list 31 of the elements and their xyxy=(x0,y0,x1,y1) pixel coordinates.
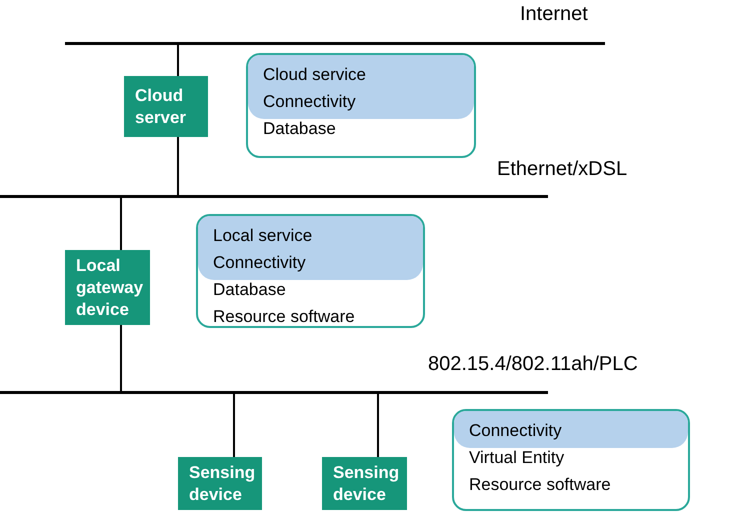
bus-line xyxy=(0,195,548,198)
function-label: Connectivity xyxy=(213,252,306,274)
device-box xyxy=(65,250,150,325)
connector-line xyxy=(177,137,179,195)
function-label: Resource software xyxy=(213,306,355,326)
network-label: 802.15.4/802.11ah/PLC xyxy=(428,354,638,374)
device-label: Sensing device xyxy=(333,462,396,506)
function-label: Database xyxy=(213,279,286,301)
connector-line xyxy=(233,394,235,457)
function-panel xyxy=(196,214,425,328)
network-label: Internet xyxy=(520,4,588,24)
bus-line xyxy=(0,391,548,394)
connector-line xyxy=(177,45,179,76)
function-label: Connectivity xyxy=(263,91,356,113)
connector-line xyxy=(120,325,122,391)
network-label: Ethernet/xDSL xyxy=(497,159,628,179)
connector-line xyxy=(120,198,122,250)
function-panel xyxy=(452,409,690,511)
function-label: Resource software xyxy=(469,474,611,496)
function-panel xyxy=(246,53,476,158)
function-label: Cloud service xyxy=(263,64,366,86)
function-label: Local service xyxy=(213,225,312,247)
device-box xyxy=(178,457,262,510)
function-label: Database xyxy=(263,118,336,140)
function-label: Virtual Entity xyxy=(469,447,564,469)
connector-line xyxy=(377,394,379,457)
device-label: Cloud server xyxy=(135,84,188,128)
device-box xyxy=(322,457,407,510)
function-label: Connectivity xyxy=(469,420,562,442)
bus-line xyxy=(65,42,605,45)
device-box xyxy=(124,76,208,137)
